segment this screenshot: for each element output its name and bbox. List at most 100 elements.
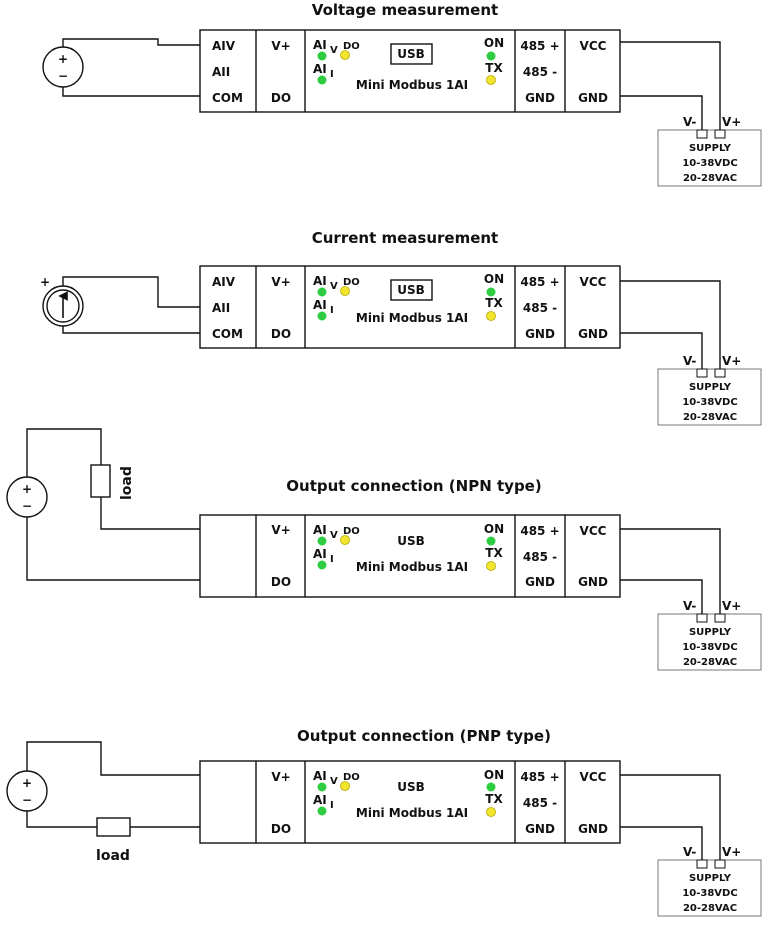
section-title: Current measurement — [312, 229, 498, 247]
led-label-tx: TX — [485, 61, 503, 75]
led-label-on: ON — [484, 272, 504, 286]
supply-line1: SUPPLY — [689, 382, 732, 393]
led-label-v-sub: V — [330, 776, 338, 787]
led-label-ai-i: AI — [313, 62, 327, 76]
led-on-green — [486, 782, 496, 792]
supply-box — [657, 613, 762, 671]
terminal-gnd-power: GND — [578, 822, 608, 836]
supply-vplus: V+ — [722, 599, 741, 613]
terminal-do: DO — [271, 91, 291, 105]
usb-label: USB — [397, 780, 425, 794]
supply-line1: SUPPLY — [689, 627, 732, 638]
led-label-do: DO — [343, 41, 360, 52]
power-supply: V- V+ SUPPLY 10-38VDC 20-28VAC — [657, 354, 762, 426]
led-aii-green — [317, 806, 327, 816]
led-label-i-sub: I — [330, 69, 334, 80]
supply-vminus: V- — [683, 845, 696, 859]
terminal-do: DO — [271, 327, 291, 341]
modbus-module: V+ DO AI V DO AI I USB Mini Modbus 1AI O… — [199, 760, 621, 844]
led-on-green — [486, 287, 496, 297]
led-label-on: ON — [484, 522, 504, 536]
terminal-aiv: AIV — [212, 39, 236, 53]
led-aiv-green — [317, 287, 327, 297]
led-label-ai-v: AI — [313, 274, 327, 288]
section-output-npn: Output connection (NPN type) + − load V+… — [6, 428, 762, 671]
load-resistor: load — [96, 817, 131, 864]
wire-vcc-to-supply — [620, 280, 721, 369]
led-do-yellow — [340, 535, 350, 545]
supply-line3: 20-28VAC — [683, 412, 737, 423]
supply-line1: SUPPLY — [689, 873, 732, 884]
terminal-485-plus: 485 + — [520, 39, 559, 53]
wire-source-to-load — [26, 811, 97, 828]
section-title: Output connection (PNP type) — [297, 727, 551, 745]
led-tx-yellow — [486, 311, 496, 321]
led-label-ai-i: AI — [313, 547, 327, 561]
source-minus: − — [58, 69, 68, 83]
wire-source-to-do — [26, 517, 256, 581]
led-label-v-sub: V — [330, 530, 338, 541]
led-aiv-green — [317, 536, 327, 546]
led-label-do: DO — [343, 526, 360, 537]
source-minus: − — [22, 499, 32, 513]
supply-line3: 20-28VAC — [683, 173, 737, 184]
led-aiv-green — [317, 782, 327, 792]
supply-vminus: V- — [683, 354, 696, 368]
section-title: Output connection (NPN type) — [286, 477, 541, 495]
voltage-source: + − — [6, 770, 48, 812]
wire-vcc-to-supply — [620, 41, 721, 130]
supply-line2: 10-38VDC — [682, 888, 737, 899]
wire-source-to-com — [62, 326, 200, 334]
usb-port — [390, 43, 433, 65]
module-name: Mini Modbus 1AI — [356, 806, 468, 820]
supply-vplus: V+ — [722, 354, 741, 368]
led-tx-yellow — [486, 561, 496, 571]
terminal-gnd: GND — [525, 822, 555, 836]
led-label-do: DO — [343, 277, 360, 288]
led-aii-green — [317, 560, 327, 570]
terminal-485-plus: 485 + — [520, 275, 559, 289]
led-aiv-green — [317, 51, 327, 61]
terminal-485-minus: 485 - — [523, 796, 557, 810]
wire-gnd-to-supply — [620, 95, 703, 130]
current-source: + — [40, 275, 84, 327]
wire-vcc-to-supply — [620, 528, 721, 614]
module-body — [199, 760, 621, 844]
terminal-gnd: GND — [525, 91, 555, 105]
terminal-com: COM — [212, 91, 243, 105]
terminal-aii: AII — [212, 65, 230, 79]
terminal-gnd-power: GND — [578, 91, 608, 105]
source-plus: + — [22, 482, 32, 496]
led-label-tx: TX — [485, 792, 503, 806]
led-tx-yellow — [486, 807, 496, 817]
led-aii-green — [317, 75, 327, 85]
wire-source-to-load — [26, 428, 102, 477]
terminal-aii: AII — [212, 301, 230, 315]
led-label-tx: TX — [485, 296, 503, 310]
led-label-ai-i: AI — [313, 298, 327, 312]
supply-line3: 20-28VAC — [683, 657, 737, 668]
wire-gnd-to-supply — [620, 579, 703, 614]
terminal-gnd: GND — [525, 327, 555, 341]
section-output-pnp: Output connection (PNP type) + − load V+… — [6, 727, 762, 917]
wire-source-to-vplus — [26, 741, 256, 776]
wire-source-minus — [62, 87, 200, 97]
module-name: Mini Modbus 1AI — [356, 78, 468, 92]
modbus-module: AIV AII COM V+ DO AI V DO AI I USB Mini … — [199, 29, 621, 113]
terminal-vplus: V+ — [271, 39, 290, 53]
usb-label: USB — [397, 534, 425, 548]
source-minus: − — [22, 793, 32, 807]
module-body — [199, 514, 621, 598]
terminal-aiv: AIV — [212, 275, 236, 289]
module-name: Mini Modbus 1AI — [356, 560, 468, 574]
terminal-485-minus: 485 - — [523, 301, 557, 315]
module-name: Mini Modbus 1AI — [356, 311, 468, 325]
led-label-tx: TX — [485, 546, 503, 560]
led-label-ai-v: AI — [313, 523, 327, 537]
led-tx-yellow — [486, 75, 496, 85]
supply-line2: 10-38VDC — [682, 642, 737, 653]
wire-gnd-to-supply — [620, 332, 703, 369]
led-label-i-sub: I — [330, 305, 334, 316]
supply-line1: SUPPLY — [689, 143, 732, 154]
